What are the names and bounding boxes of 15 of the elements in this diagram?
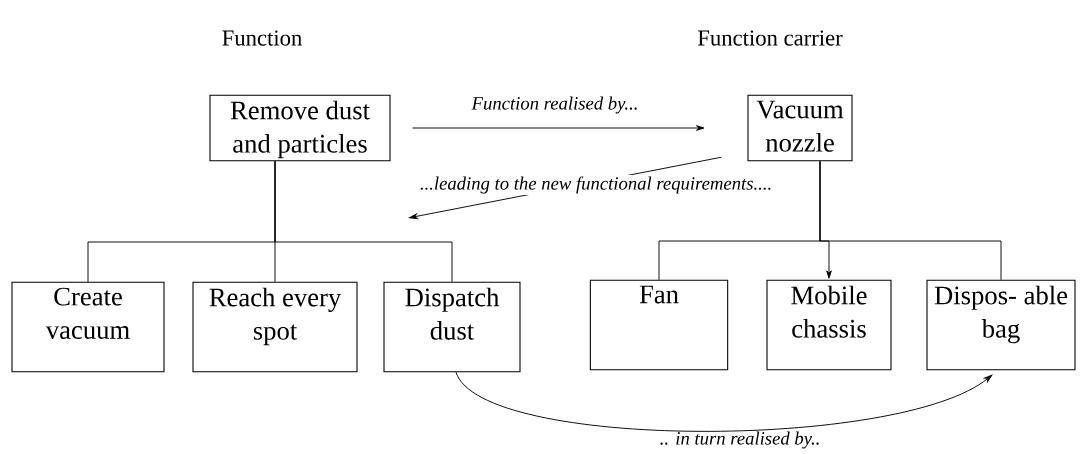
edge-label: Function realised by... [471, 96, 637, 114]
process-box: Dispatch dust [383, 281, 521, 373]
process-box: Create vacuum [11, 281, 165, 373]
process-box: Vacuum nozzle [747, 94, 853, 162]
process-box: Mobile chassis [766, 279, 892, 371]
column-heading: Function [222, 30, 302, 46]
arrow [412, 125, 705, 131]
process-box: Dispos- able bag [926, 279, 1076, 371]
arrow [455, 371, 993, 432]
edge-label: ...leading to the new functional requirements.... [418, 175, 774, 195]
column-heading: Function carrier [697, 30, 843, 46]
process-box: Reach every spot [192, 281, 358, 373]
edge-label: .. in turn realised by.. [660, 431, 819, 449]
process-box: Remove dust and particles [209, 94, 391, 162]
process-box: Fan [589, 279, 729, 371]
